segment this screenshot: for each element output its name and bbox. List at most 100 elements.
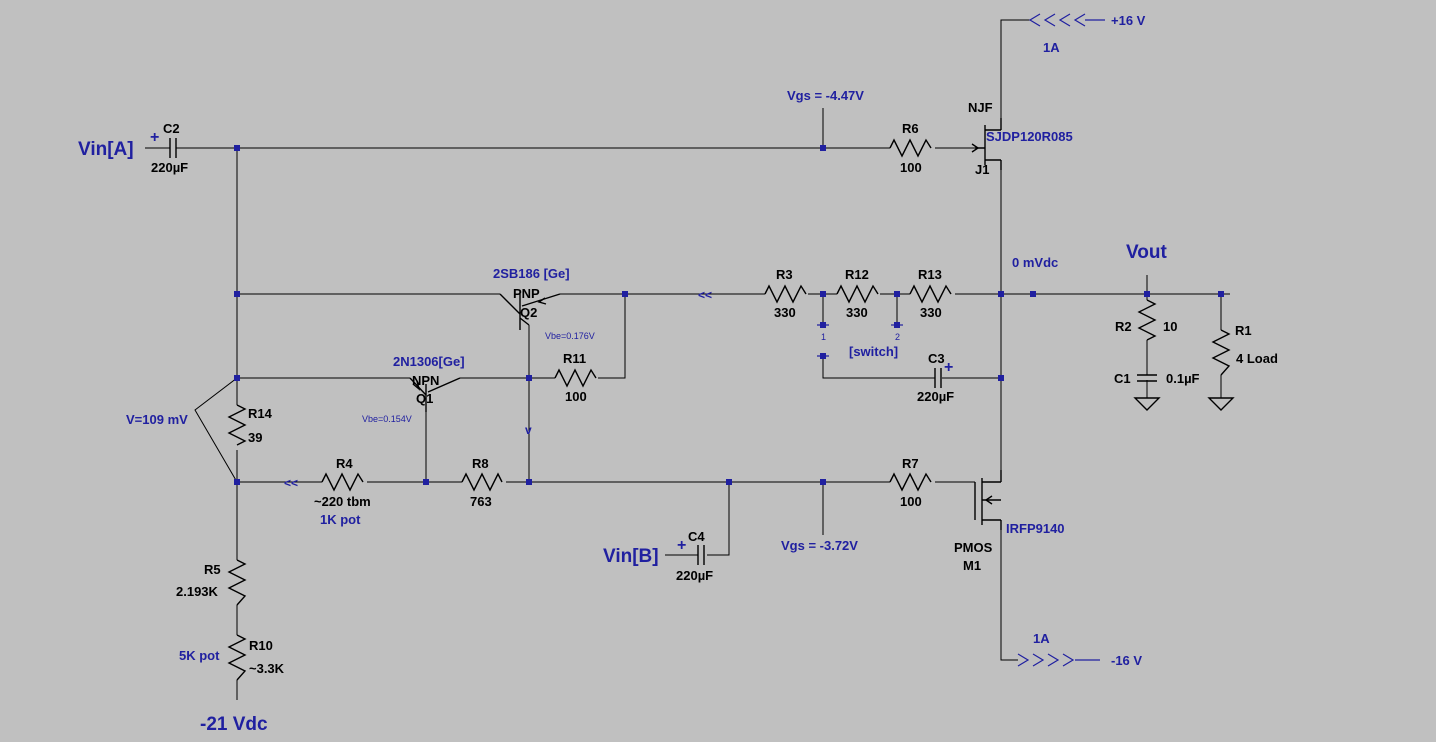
resistor-r4[interactable] (321, 472, 364, 492)
resistor-r5[interactable] (227, 559, 247, 606)
node (726, 479, 732, 485)
pin1-label: 1 (821, 332, 826, 342)
nodes (234, 145, 1224, 485)
r10-value: ~3.3K (249, 661, 285, 676)
pos-supply-arrows-icon (1028, 13, 1105, 27)
mosfet-m1[interactable] (974, 470, 1002, 530)
transistors (409, 118, 1002, 530)
capacitor-c1[interactable] (1137, 374, 1157, 382)
r11-value: 100 (565, 389, 587, 404)
mvdc-label: 0 mVdc (1012, 255, 1058, 270)
r11-name: R11 (563, 351, 586, 366)
r8-name: R8 (472, 456, 489, 471)
j1-name: J1 (975, 162, 989, 177)
r10-name: R10 (249, 638, 273, 653)
r6-value: 100 (900, 160, 922, 175)
current-bottom-label: 1A (1033, 631, 1050, 646)
j1-arrow-icon (971, 143, 980, 153)
node (526, 479, 532, 485)
vgs-bottom-label: Vgs = -3.72V (781, 538, 858, 553)
capacitor-c2[interactable] (169, 138, 177, 158)
arrow-v-label: v (525, 423, 532, 437)
resistor-r7[interactable] (889, 472, 932, 492)
resistor-r8[interactable] (461, 472, 503, 492)
resistor-r3[interactable] (764, 284, 807, 304)
neg-supply-label: -16 V (1111, 653, 1142, 668)
q1-vbe: Vbe=0.154V (362, 414, 412, 424)
r2-name: R2 (1115, 319, 1132, 334)
transistor-q2[interactable] (499, 293, 561, 330)
jfet-j1[interactable] (975, 118, 1002, 170)
c3-plus: + (944, 359, 953, 376)
wire-r11-q2e (598, 294, 626, 379)
capacitor-c4[interactable] (697, 545, 705, 565)
r5-name: R5 (204, 562, 221, 577)
r1-value: 4 Load (1236, 351, 1278, 366)
r8-value: 763 (470, 494, 492, 509)
v109-label: V=109 mV (126, 412, 188, 427)
c2-plus: + (150, 129, 159, 146)
neg-21-label: -21 Vdc (200, 714, 268, 735)
r13-name: R13 (918, 267, 942, 282)
q1-type: NPN (412, 373, 439, 388)
resistor-r12[interactable] (836, 284, 879, 304)
wire-vmeasure (194, 377, 238, 483)
resistor-r11[interactable] (554, 368, 597, 388)
capacitor-c3[interactable] (934, 368, 942, 388)
q2-type: PNP (513, 286, 540, 301)
node (820, 479, 826, 485)
node (234, 145, 240, 151)
r7-name: R7 (902, 456, 919, 471)
arrow-r4-label: << (284, 476, 298, 490)
r6-name: R6 (902, 121, 919, 136)
vin-a-label: Vin[A] (78, 139, 134, 160)
r3-value: 330 (774, 305, 796, 320)
wire-c3-left (822, 356, 935, 379)
c2-name: C2 (163, 121, 180, 136)
node (234, 375, 240, 381)
resistor-r13[interactable] (909, 284, 952, 304)
node (423, 479, 429, 485)
c2-value: 220µF (151, 160, 188, 175)
r5-value: 2.193K (176, 584, 219, 599)
r2-value: 10 (1163, 319, 1177, 334)
r12-name: R12 (845, 267, 869, 282)
pot-5k-label: 5K pot (179, 648, 220, 663)
node (998, 291, 1004, 297)
pot-1k-label: 1K pot (320, 512, 361, 527)
vout-label: Vout (1126, 242, 1167, 263)
q1-name: Q1 (416, 391, 433, 406)
resistor-r14[interactable] (227, 404, 247, 446)
q2-arrow-icon (537, 297, 547, 305)
node (894, 291, 900, 297)
r3-name: R3 (776, 267, 793, 282)
vin-b-label: Vin[B] (603, 546, 659, 567)
capacitors (169, 138, 1157, 565)
c3-name: C3 (928, 351, 945, 366)
resistor-r6[interactable] (889, 138, 932, 158)
neg-supply-arrows-icon (1017, 653, 1100, 667)
r4-value: ~220 tbm (314, 494, 371, 509)
r14-value: 39 (248, 430, 262, 445)
r7-value: 100 (900, 494, 922, 509)
resistor-r1[interactable] (1211, 329, 1231, 376)
vgs-top-label: Vgs = -4.47V (787, 88, 864, 103)
wire-pos-supply (1000, 19, 1030, 118)
node (820, 145, 826, 151)
component-labels: + C2 220µF R6 100 NJF SJDP120R085 J1 2SB… (150, 100, 1278, 676)
j1-model: SJDP120R085 (986, 129, 1073, 144)
m1-arrow-icon (984, 495, 993, 505)
current-top-label: 1A (1043, 40, 1060, 55)
c3-value: 220µF (917, 389, 954, 404)
resistor-r10[interactable] (227, 634, 247, 681)
node (1030, 291, 1036, 297)
r12-value: 330 (846, 305, 868, 320)
grounds (1133, 397, 1235, 411)
node (1218, 291, 1224, 297)
c4-value: 220µF (676, 568, 713, 583)
resistor-r2[interactable] (1137, 299, 1157, 341)
m1-model: IRFP9140 (1006, 521, 1065, 536)
node (234, 479, 240, 485)
c1-value: 0.1µF (1166, 371, 1200, 386)
